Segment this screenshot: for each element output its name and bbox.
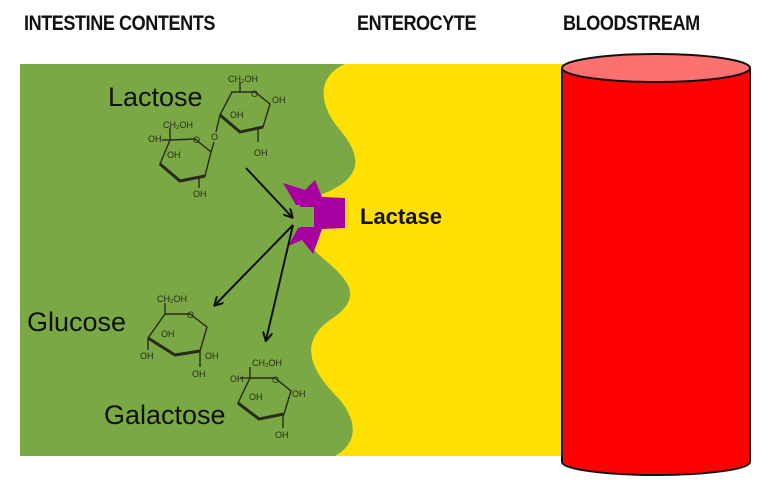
svg-text:O: O: [272, 375, 279, 385]
arrow-to-galactose: [266, 224, 294, 340]
glucose-structure: [147, 303, 208, 367]
galactose-groups: CH₂OH O OH OH OH OH: [230, 358, 306, 440]
blood-vessel-top: [561, 53, 751, 83]
svg-text:CH₂OH: CH₂OH: [252, 358, 282, 368]
header-enterocyte: ENTEROCYTE: [357, 12, 477, 35]
svg-text:OH: OH: [193, 189, 207, 199]
svg-text:O: O: [251, 89, 258, 99]
galactose-structure: [237, 367, 292, 428]
glucose-groups: CH₂OH O OH OH OH OH: [140, 294, 219, 379]
svg-text:O: O: [211, 132, 218, 142]
svg-text:CH₂OH: CH₂OH: [163, 120, 193, 130]
lactase-enzyme: [283, 180, 345, 254]
svg-text:OH: OH: [254, 148, 268, 158]
lactase-label: Lactase: [360, 204, 442, 229]
intestine-region: [20, 64, 356, 456]
svg-text:O: O: [193, 135, 200, 145]
blood-vessel: [561, 53, 751, 476]
svg-text:CH₂OH: CH₂OH: [157, 294, 187, 304]
svg-text:O: O: [187, 310, 194, 320]
svg-text:OH: OH: [167, 150, 181, 160]
svg-text:CH₂OH: CH₂OH: [228, 74, 258, 84]
arrow-lactose-to-lactase: [245, 167, 292, 217]
svg-text:OH: OH: [140, 351, 154, 361]
svg-text:OH: OH: [161, 329, 175, 339]
header-bloodstream: BLOODSTREAM: [563, 12, 700, 35]
glucose-label: Glucose: [27, 307, 126, 337]
svg-text:OH: OH: [272, 95, 286, 105]
svg-text:OH: OH: [292, 389, 306, 399]
svg-text:OH: OH: [192, 369, 206, 379]
svg-text:OH: OH: [148, 134, 162, 144]
svg-text:OH: OH: [230, 374, 244, 384]
header-intestine-contents: INTESTINE CONTENTS: [24, 12, 215, 35]
galactose-label: Galactose: [104, 400, 226, 430]
enterocyte-region: [300, 64, 565, 456]
svg-text:OH: OH: [249, 392, 263, 402]
lactose-groups: CH₂OH CH₂OH OH OH OH OH OH OH O O O: [148, 74, 286, 199]
svg-text:OH: OH: [205, 351, 219, 361]
svg-text:OH: OH: [275, 430, 289, 440]
lactose-structure: [159, 82, 271, 188]
lactose-label: Lactose: [108, 82, 203, 112]
svg-text:OH: OH: [230, 110, 244, 120]
arrow-to-glucose: [215, 224, 294, 305]
